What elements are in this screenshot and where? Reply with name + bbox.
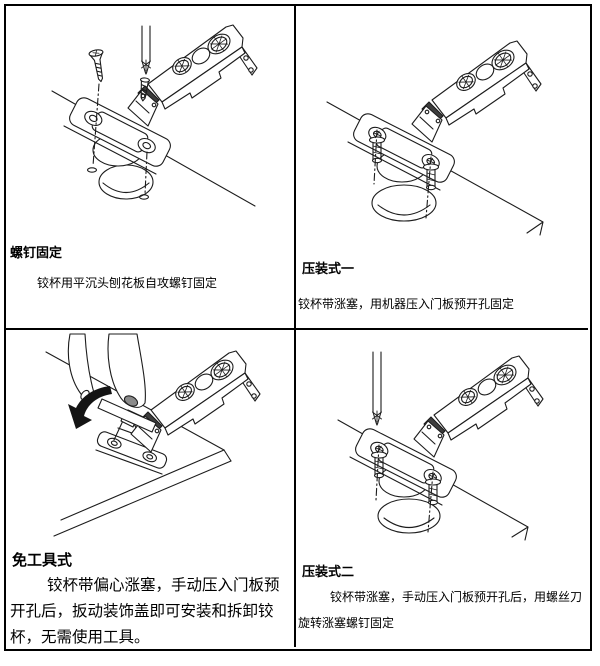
center-line xyxy=(92,83,148,195)
panel-title: 压装式一 xyxy=(302,261,355,276)
drill-hole xyxy=(98,164,154,200)
thumb-nail xyxy=(123,395,139,407)
panel-title: 螺钉固定 xyxy=(10,245,63,260)
press-fit-2-illustration xyxy=(337,351,544,541)
screw-fixing-illustration xyxy=(51,24,258,207)
panel-screw-fixing: 螺钉固定 铰杯用平沉头刨花板自攻螺钉固定 xyxy=(6,6,296,330)
drill-hole xyxy=(377,498,441,534)
panel-tool-free: 免工具式 铰杯带偏心涨塞，手动压入门板预开孔后，扳动装饰盖即可安装和拆卸铰杯，无… xyxy=(6,330,296,647)
panel-body: 铰杯带偏心涨塞，手动压入门板预开孔后，扳动装饰盖即可安装和拆卸铰杯，无需使用工具… xyxy=(10,577,280,646)
drill-hole xyxy=(371,184,437,222)
panel-body: 铰杯带涨塞，用机器压入门板预开孔固定 xyxy=(298,297,515,311)
panel-title: 免工具式 xyxy=(12,552,73,569)
flip-cover-lever xyxy=(97,398,157,433)
driven-screw-icon xyxy=(139,77,151,102)
panel-body: 铰杯用平沉头刨花板自攻螺钉固定 xyxy=(37,276,218,290)
flip-direction-arrow-icon xyxy=(68,386,112,429)
panel-press-fit-2: 压装式二 铰杯带涨塞，手动压入门板预开孔后，用螺丝刀旋转涨塞螺钉固定 xyxy=(296,330,588,647)
center-line xyxy=(373,129,432,219)
panel-title: 压装式二 xyxy=(302,564,355,579)
press-fit-1-illustration xyxy=(326,40,544,236)
countersunk-screw-icon xyxy=(88,49,104,83)
panel-press-fit-1: 压装式一 铰杯带涨塞，用机器压入门板预开孔固定 xyxy=(296,6,588,330)
hand-icon xyxy=(67,333,146,408)
tool-free-illustration xyxy=(45,333,261,537)
panel-body: 铰杯带涨塞，手动压入门板预开孔后，用螺丝刀旋转涨塞螺钉固定 xyxy=(298,590,583,630)
pilot-hole-mark xyxy=(86,167,98,173)
panel-grid: 螺钉固定 铰杯用平沉头刨花板自攻螺钉固定 xyxy=(4,4,592,651)
center-line xyxy=(375,444,434,533)
thumb xyxy=(107,333,146,408)
index-finger xyxy=(67,333,95,403)
pilot-hole-mark xyxy=(138,194,150,200)
screwdriver-shaft xyxy=(372,351,382,378)
